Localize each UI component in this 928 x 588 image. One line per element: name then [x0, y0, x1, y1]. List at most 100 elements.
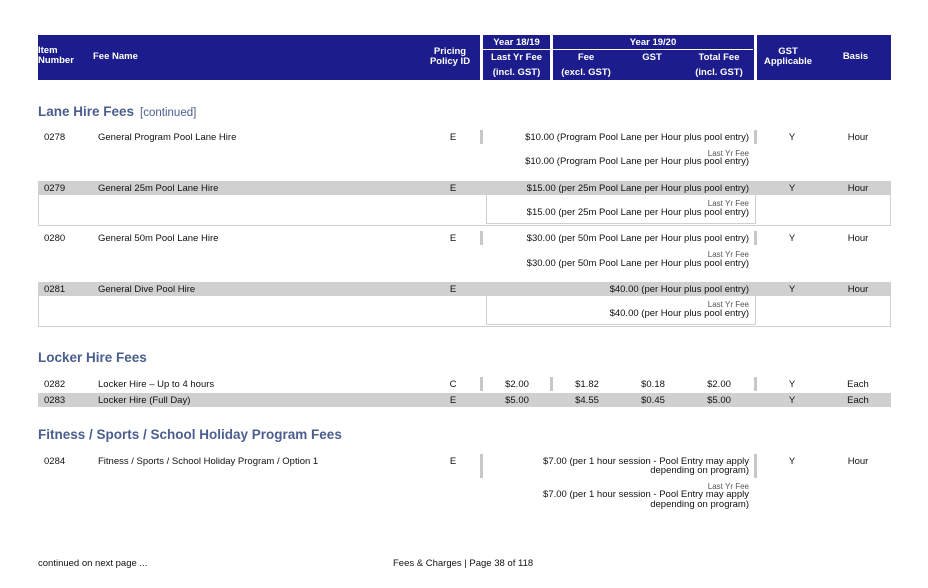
last-yr-inner: [486, 295, 756, 325]
header-gst-applicable: GST Applicable: [763, 46, 813, 67]
fee-value: $1.82: [575, 379, 599, 390]
row-divider: [480, 130, 483, 144]
pricing-policy: E: [449, 132, 457, 143]
item-number: 0282: [44, 379, 66, 390]
fee-value: $10.00 (Program Pool Lane per Hour plus …: [525, 132, 749, 143]
header-rule: [553, 49, 753, 50]
gst-applicable: Y: [788, 132, 796, 143]
fee-name: General 50m Pool Lane Hire: [98, 233, 219, 244]
row-divider: [754, 377, 757, 391]
basis: Hour: [847, 183, 869, 194]
total-fee-value: $5.00: [707, 395, 731, 406]
fee-name: Fitness / Sports / School Holiday Progra…: [98, 456, 319, 467]
basis: Hour: [847, 233, 869, 244]
header-incl-gst: (incl. GST): [695, 67, 743, 78]
header-pricing-policy: Pricing Policy ID: [429, 46, 471, 67]
last-yr-label: Last Yr Fee: [707, 149, 749, 158]
last-yr-label: Last Yr Fee: [707, 199, 749, 208]
header-basis: Basis: [842, 51, 869, 62]
section-title-lane-hire: Lane Hire Fees [continued]: [38, 104, 196, 119]
fee-value: $30.00 (per 50m Pool Lane per Hour plus …: [526, 233, 749, 244]
last-yr-box: [38, 194, 891, 226]
section-title-locker-hire: Locker Hire Fees: [38, 350, 147, 365]
last-yr-fee-line1: $7.00 (per 1 hour session - Pool Entry m…: [543, 489, 749, 500]
footer-continued: continued on next page ...: [38, 558, 148, 569]
header-fee-name: Fee Name: [93, 51, 138, 62]
last-yr-fee-value: $5.00: [505, 395, 529, 406]
last-yr-fee-value: $40.00 (per Hour plus pool entry): [609, 308, 749, 319]
header-separator: [480, 35, 483, 80]
header-excl-gst: (excl. GST): [561, 67, 611, 78]
header-separator: [754, 35, 757, 80]
table-row: 0278 General Program Pool Lane Hire E $1…: [38, 130, 891, 144]
row-divider: [754, 454, 757, 478]
gst-applicable: Y: [788, 456, 796, 467]
gst-value: $0.18: [641, 379, 665, 390]
item-number: 0278: [44, 132, 66, 143]
row-divider: [480, 377, 483, 391]
table-row: 0282 Locker Hire – Up to 4 hours C $2.00…: [38, 377, 891, 391]
fee-name: General Dive Pool Hire: [98, 284, 196, 295]
table-row: 0279 General 25m Pool Lane Hire E $15.00…: [38, 181, 891, 195]
section-note: [continued]: [140, 107, 197, 119]
header-item-number: Item Number: [38, 45, 74, 66]
last-yr-box: [38, 295, 891, 327]
footer-page-number: Fees & Charges | Page 38 of 118: [393, 558, 534, 569]
last-yr-fee-value: $2.00: [505, 379, 529, 390]
pricing-policy: E: [449, 395, 457, 406]
last-yr-label: Last Yr Fee: [707, 300, 749, 309]
table-row: 0281 General Dive Pool Hire E $40.00 (pe…: [38, 282, 891, 296]
header-total-fee: Total Fee: [698, 52, 740, 63]
last-yr-label: Last Yr Fee: [707, 482, 749, 491]
table-row: 0284 Fitness / Sports / School Holiday P…: [38, 454, 891, 478]
basis: Hour: [847, 284, 869, 295]
row-divider: [550, 377, 553, 391]
pricing-policy: E: [449, 233, 457, 244]
header-year-1920: Year 19/20: [629, 37, 677, 48]
table-row: 0283 Locker Hire (Full Day) E $5.00 $4.5…: [38, 393, 891, 407]
gst-applicable: Y: [788, 233, 796, 244]
header-incl-gst: (incl. GST): [492, 67, 541, 78]
section-title-text: Lane Hire Fees: [38, 104, 135, 119]
fee-name: Locker Hire – Up to 4 hours: [98, 379, 215, 390]
pricing-policy: E: [449, 456, 457, 467]
table-header: Item Number Fee Name Pricing Policy ID Y…: [38, 35, 891, 80]
table-row: 0280 General 50m Pool Lane Hire E $30.00…: [38, 231, 891, 245]
row-divider: [480, 231, 483, 245]
last-yr-fee-value: $30.00 (per 50m Pool Lane per Hour plus …: [526, 258, 749, 269]
pricing-policy: C: [449, 379, 457, 390]
header-gst: GST: [642, 52, 662, 63]
total-fee-value: $2.00: [707, 379, 731, 390]
section-title-fitness: Fitness / Sports / School Holiday Progra…: [38, 427, 342, 442]
last-yr-fee-line2: depending on program): [650, 499, 749, 510]
fee-name: General Program Pool Lane Hire: [98, 132, 237, 143]
fee-value: $15.00 (per 25m Pool Lane per Hour plus …: [526, 183, 749, 194]
header-last-yr-fee: Last Yr Fee: [490, 52, 543, 63]
item-number: 0280: [44, 233, 66, 244]
pricing-policy: E: [449, 183, 457, 194]
fee-value: $40.00 (per Hour plus pool entry): [609, 284, 749, 295]
fee-value-line2: depending on program): [650, 465, 749, 476]
row-divider: [480, 454, 483, 478]
gst-value: $0.45: [641, 395, 665, 406]
header-year-1819: Year 18/19: [493, 37, 540, 48]
header-fee: Fee: [577, 52, 595, 63]
basis: Each: [847, 395, 869, 406]
row-divider: [754, 231, 757, 245]
fee-value: $4.55: [575, 395, 599, 406]
gst-applicable: Y: [788, 379, 796, 390]
last-yr-fee-value: $15.00 (per 25m Pool Lane per Hour plus …: [526, 207, 749, 218]
last-yr-label: Last Yr Fee: [707, 250, 749, 259]
item-number: 0279: [44, 183, 66, 194]
fee-value-line1: $7.00 (per 1 hour session - Pool Entry m…: [543, 456, 749, 467]
basis: Hour: [847, 132, 869, 143]
item-number: 0281: [44, 284, 66, 295]
row-divider: [754, 130, 757, 144]
fee-name: General 25m Pool Lane Hire: [98, 183, 219, 194]
gst-applicable: Y: [788, 395, 796, 406]
header-rule: [483, 49, 550, 50]
header-separator: [550, 35, 553, 80]
item-number: 0284: [44, 456, 66, 467]
pricing-policy: E: [449, 284, 457, 295]
basis: Each: [847, 379, 869, 390]
